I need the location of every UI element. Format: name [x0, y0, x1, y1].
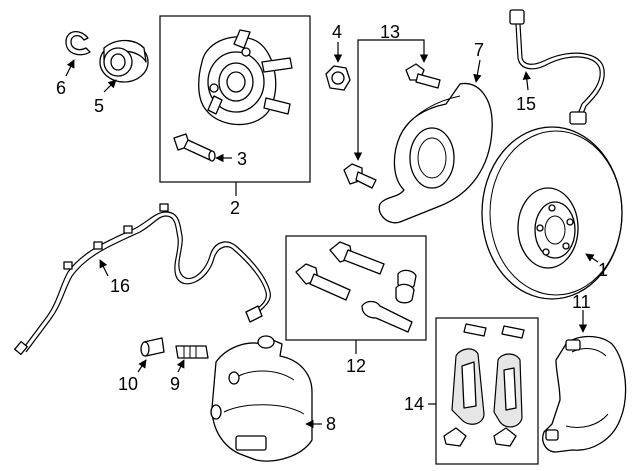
pin-boot-part[interactable] — [175, 345, 209, 359]
brake-caliper-part[interactable] — [210, 335, 313, 462]
callout-16: 16 — [110, 276, 130, 296]
dust-shield-part[interactable] — [378, 82, 493, 224]
callout-15: 15 — [516, 94, 536, 114]
callout-4: 4 — [332, 22, 342, 42]
abs-sensor-wire-part[interactable] — [14, 203, 271, 356]
guide-pin-kit-part[interactable] — [295, 241, 417, 333]
callout-2: 2 — [230, 198, 240, 218]
callout-10: 10 — [118, 374, 138, 394]
callout-3: 3 — [237, 149, 247, 169]
callout-1: 1 — [598, 260, 608, 280]
callout-6: 6 — [56, 78, 66, 98]
callout-5: 5 — [94, 96, 104, 116]
callout-arrows — [65, 39, 599, 429]
hub-bolt-part[interactable] — [173, 133, 216, 162]
snap-ring-part[interactable] — [65, 31, 91, 56]
callout-labels: 6 5 3 2 4 13 7 15 1 16 12 14 11 8 9 10 — [56, 22, 608, 434]
hub-box — [159, 15, 311, 183]
callout-13: 13 — [380, 22, 400, 42]
caliper-bracket-part[interactable] — [542, 335, 627, 453]
callout-9: 9 — [170, 374, 180, 394]
nut-part[interactable] — [325, 65, 351, 91]
bushing-part[interactable] — [140, 337, 165, 357]
wheel-hub-part[interactable] — [198, 29, 293, 126]
shield-bolt-upper-part[interactable] — [405, 63, 441, 89]
callout-14: 14 — [404, 394, 424, 414]
callout-8: 8 — [326, 414, 336, 434]
shield-bolt-lower-part[interactable] — [343, 163, 377, 189]
brake-pad-kit-part[interactable] — [443, 323, 525, 447]
wheel-bearing-part[interactable] — [99, 39, 149, 83]
brake-pad-box — [435, 317, 539, 465]
callout-7: 7 — [474, 40, 484, 60]
callout-11: 11 — [572, 292, 591, 312]
brake-hose-part[interactable] — [509, 9, 605, 125]
callout-12: 12 — [346, 356, 366, 376]
